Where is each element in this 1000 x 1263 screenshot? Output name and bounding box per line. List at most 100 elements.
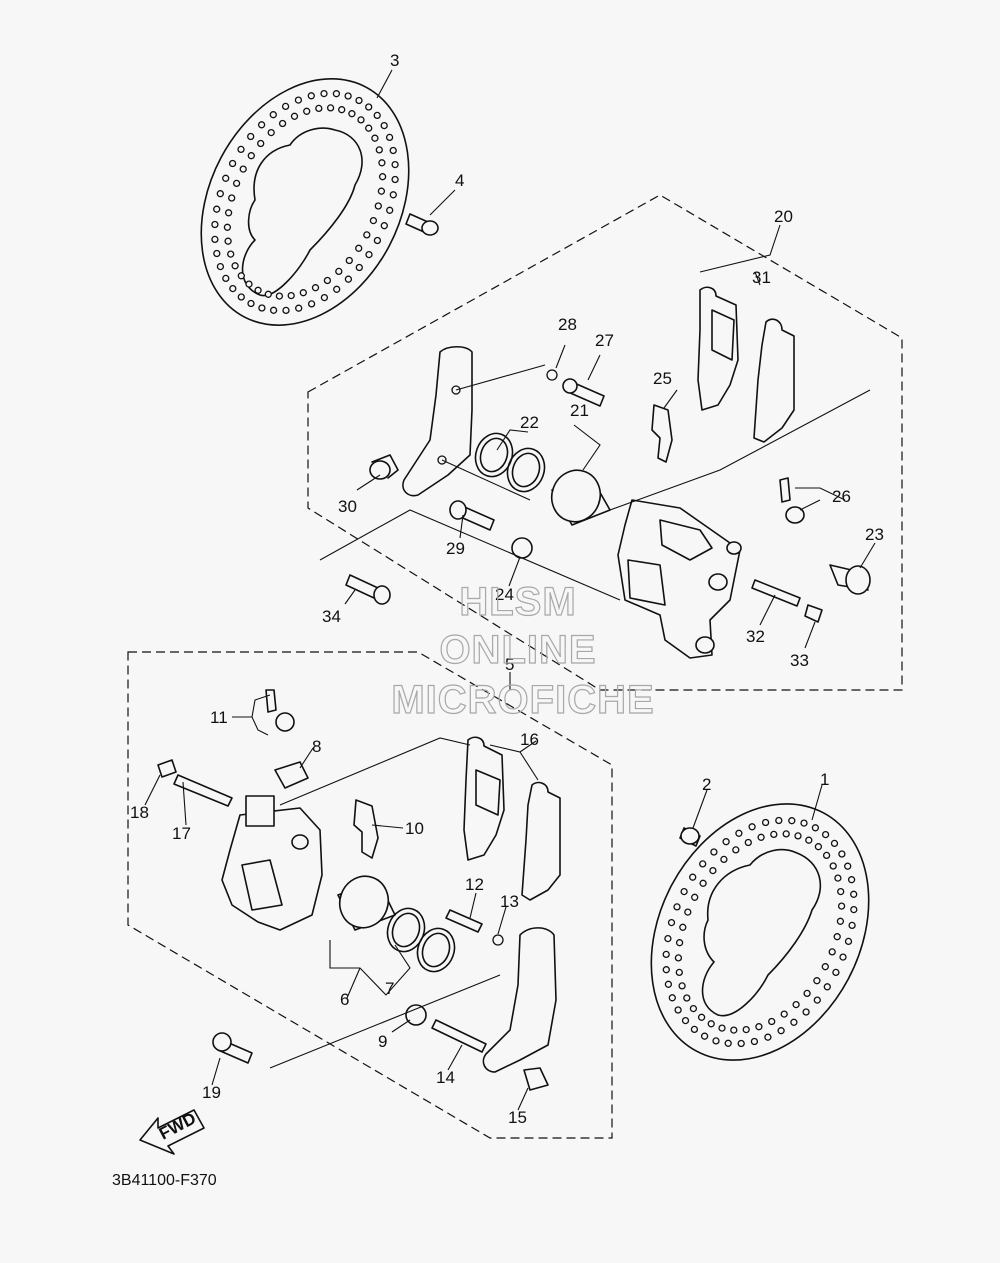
disc-vent-hole	[371, 134, 379, 142]
disc-vent-hole	[678, 982, 686, 990]
nut-9	[405, 1004, 427, 1026]
callout-22: 22	[520, 413, 539, 432]
sleeve-23	[829, 564, 871, 595]
disc-vent-hole	[699, 860, 707, 868]
callout-24: 24	[495, 585, 514, 604]
disc-vent-hole	[247, 152, 255, 160]
disc-vent-hole	[690, 1025, 699, 1034]
disc-vent-hole	[333, 285, 341, 293]
disc-vent-hole	[850, 905, 858, 914]
disc-vent-hole	[232, 179, 241, 188]
disc-vent-hole	[680, 887, 688, 896]
disc-vent-hole	[287, 291, 295, 300]
disc-vent-hole	[389, 146, 397, 155]
disc-vent-hole	[247, 299, 255, 308]
disc-vent-hole	[345, 256, 353, 265]
disc-vent-hole	[357, 116, 365, 124]
piston-seals-upper	[474, 432, 546, 493]
disc-vent-hole	[320, 89, 328, 98]
disc-vent-hole	[323, 276, 332, 285]
disc-vent-hole	[691, 893, 699, 901]
disc-vent-hole	[365, 124, 373, 132]
callout-18: 18	[130, 803, 149, 822]
disc-vent-hole	[813, 996, 821, 1004]
brake-disc-lower	[650, 803, 870, 1061]
disc-vent-hole	[315, 104, 323, 113]
disc-vent-hole	[674, 1006, 682, 1014]
callout-16: 16	[520, 730, 539, 749]
disc-vent-hole	[813, 977, 821, 985]
disc-vent-hole	[355, 96, 363, 105]
pad-spring-10	[353, 799, 379, 859]
callout-33: 33	[790, 651, 809, 670]
disc-vent-hole	[718, 1024, 726, 1032]
disc-vent-hole	[764, 1033, 772, 1041]
disc-vent-hole	[832, 968, 840, 977]
boot-18	[157, 759, 177, 778]
fwd-arrow: FWD	[139, 1109, 205, 1155]
callout-1: 1	[820, 770, 829, 789]
disc-vent-hole	[744, 838, 752, 847]
disc-vent-hole	[237, 145, 245, 154]
disc-vent-hole	[386, 206, 394, 214]
disc-vent-hole	[307, 300, 316, 308]
callout-4: 4	[455, 171, 464, 190]
disc-vent-hole	[662, 950, 670, 959]
fwd-label: FWD	[156, 1109, 199, 1144]
disc-vent-hole	[264, 290, 272, 298]
disc-vent-hole	[281, 102, 290, 111]
disc-vent-hole	[320, 293, 329, 302]
disc-vent-hole	[724, 1039, 732, 1047]
disc-vent-hole	[374, 202, 382, 210]
disc-vent-hole	[365, 250, 373, 259]
disc-vent-hole	[222, 274, 230, 283]
disc-bolt-lower	[679, 827, 701, 847]
disc-vent-hole	[267, 128, 275, 137]
disc-vent-hole	[227, 250, 235, 258]
disc-vent-hole	[348, 110, 356, 118]
callout-15: 15	[508, 1108, 527, 1127]
disc-vent-hole	[689, 1004, 698, 1013]
disc-vent-hole	[811, 824, 820, 832]
disc-vent-hole	[326, 104, 335, 112]
disc-vent-hole	[664, 934, 672, 943]
disc-vent-hole	[344, 92, 352, 100]
callout-19: 19	[202, 1083, 221, 1102]
disc-vent-hole	[837, 887, 845, 896]
piston-lower	[337, 875, 396, 931]
bolt-34	[345, 574, 391, 605]
callout-12: 12	[465, 875, 484, 894]
disc-vent-hole	[770, 830, 778, 839]
bolt-27	[562, 378, 605, 407]
disc-vent-hole	[782, 830, 790, 838]
disc-vent-hole	[269, 306, 278, 314]
disc-vent-hole	[355, 263, 363, 272]
disc-vent-hole	[710, 848, 718, 856]
watermark-line-1: HLSM	[459, 580, 576, 624]
disc-vent-hole	[237, 272, 245, 280]
disc-vent-hole	[223, 223, 232, 231]
disc-vent-hole	[761, 818, 770, 827]
disc-vent-hole	[684, 908, 692, 916]
disc-vent-hole	[373, 236, 382, 245]
callout-31: 31	[752, 268, 771, 287]
callout-23: 23	[865, 525, 884, 544]
bolt-12	[445, 909, 483, 933]
callout-9: 9	[378, 1032, 387, 1051]
disc-vent-hole	[722, 838, 730, 846]
disc-vent-hole	[247, 132, 255, 141]
disc-vent-hole	[794, 832, 802, 840]
disc-vent-hole	[790, 1018, 798, 1026]
piston-seals-lower	[386, 907, 456, 973]
disc-vent-hole	[847, 876, 856, 884]
disc-vent-hole	[332, 90, 341, 98]
disc-vent-hole	[391, 160, 399, 169]
disc-vent-hole	[216, 262, 225, 271]
disc-vent-hole	[730, 1026, 738, 1034]
disc-vent-hole	[829, 862, 837, 870]
disc-vent-hole	[792, 1000, 800, 1009]
disc-vent-hole	[239, 165, 247, 173]
disc-vent-hole	[830, 839, 839, 848]
disc-vent-hole	[848, 921, 856, 930]
disc-vent-hole	[755, 1023, 763, 1031]
